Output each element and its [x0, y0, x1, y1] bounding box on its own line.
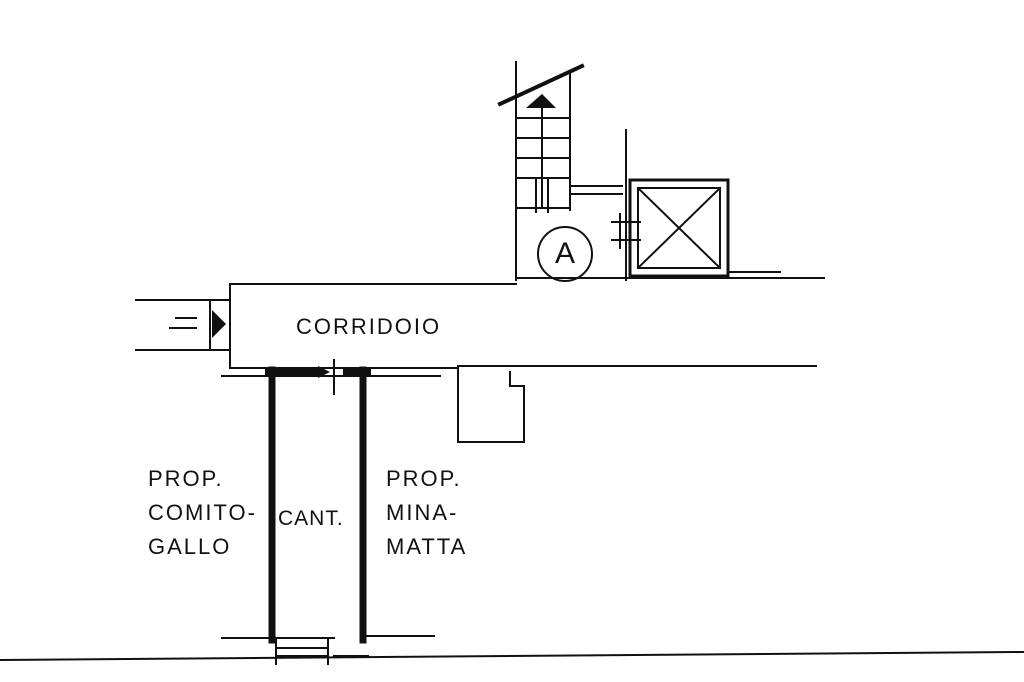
left-owner-line-3: GALLO	[148, 534, 232, 559]
corridor-walls	[221, 277, 825, 443]
right-owner-line-2: MINA-	[386, 500, 459, 525]
cellar-door-arrow	[318, 366, 330, 378]
cellar-label: CANT.	[278, 507, 344, 530]
right-owner-line-1: PROP.	[386, 466, 462, 491]
right-owner-line-3: MATTA	[386, 534, 468, 559]
ground-line	[0, 650, 1024, 662]
entrance	[135, 299, 231, 351]
entrance-arrow	[212, 310, 226, 338]
cellar-walls	[221, 359, 435, 665]
stair-arrow	[526, 94, 556, 108]
marker-a-label: A	[554, 237, 575, 270]
marker-a-circle	[537, 226, 593, 282]
left-owner-line-1: PROP.	[148, 466, 224, 491]
left-owner-line-2: COMITO-	[148, 500, 257, 525]
staircase	[497, 61, 623, 281]
elevator-shaft	[611, 129, 781, 281]
corridor-label: CORRIDOIO	[296, 314, 442, 339]
